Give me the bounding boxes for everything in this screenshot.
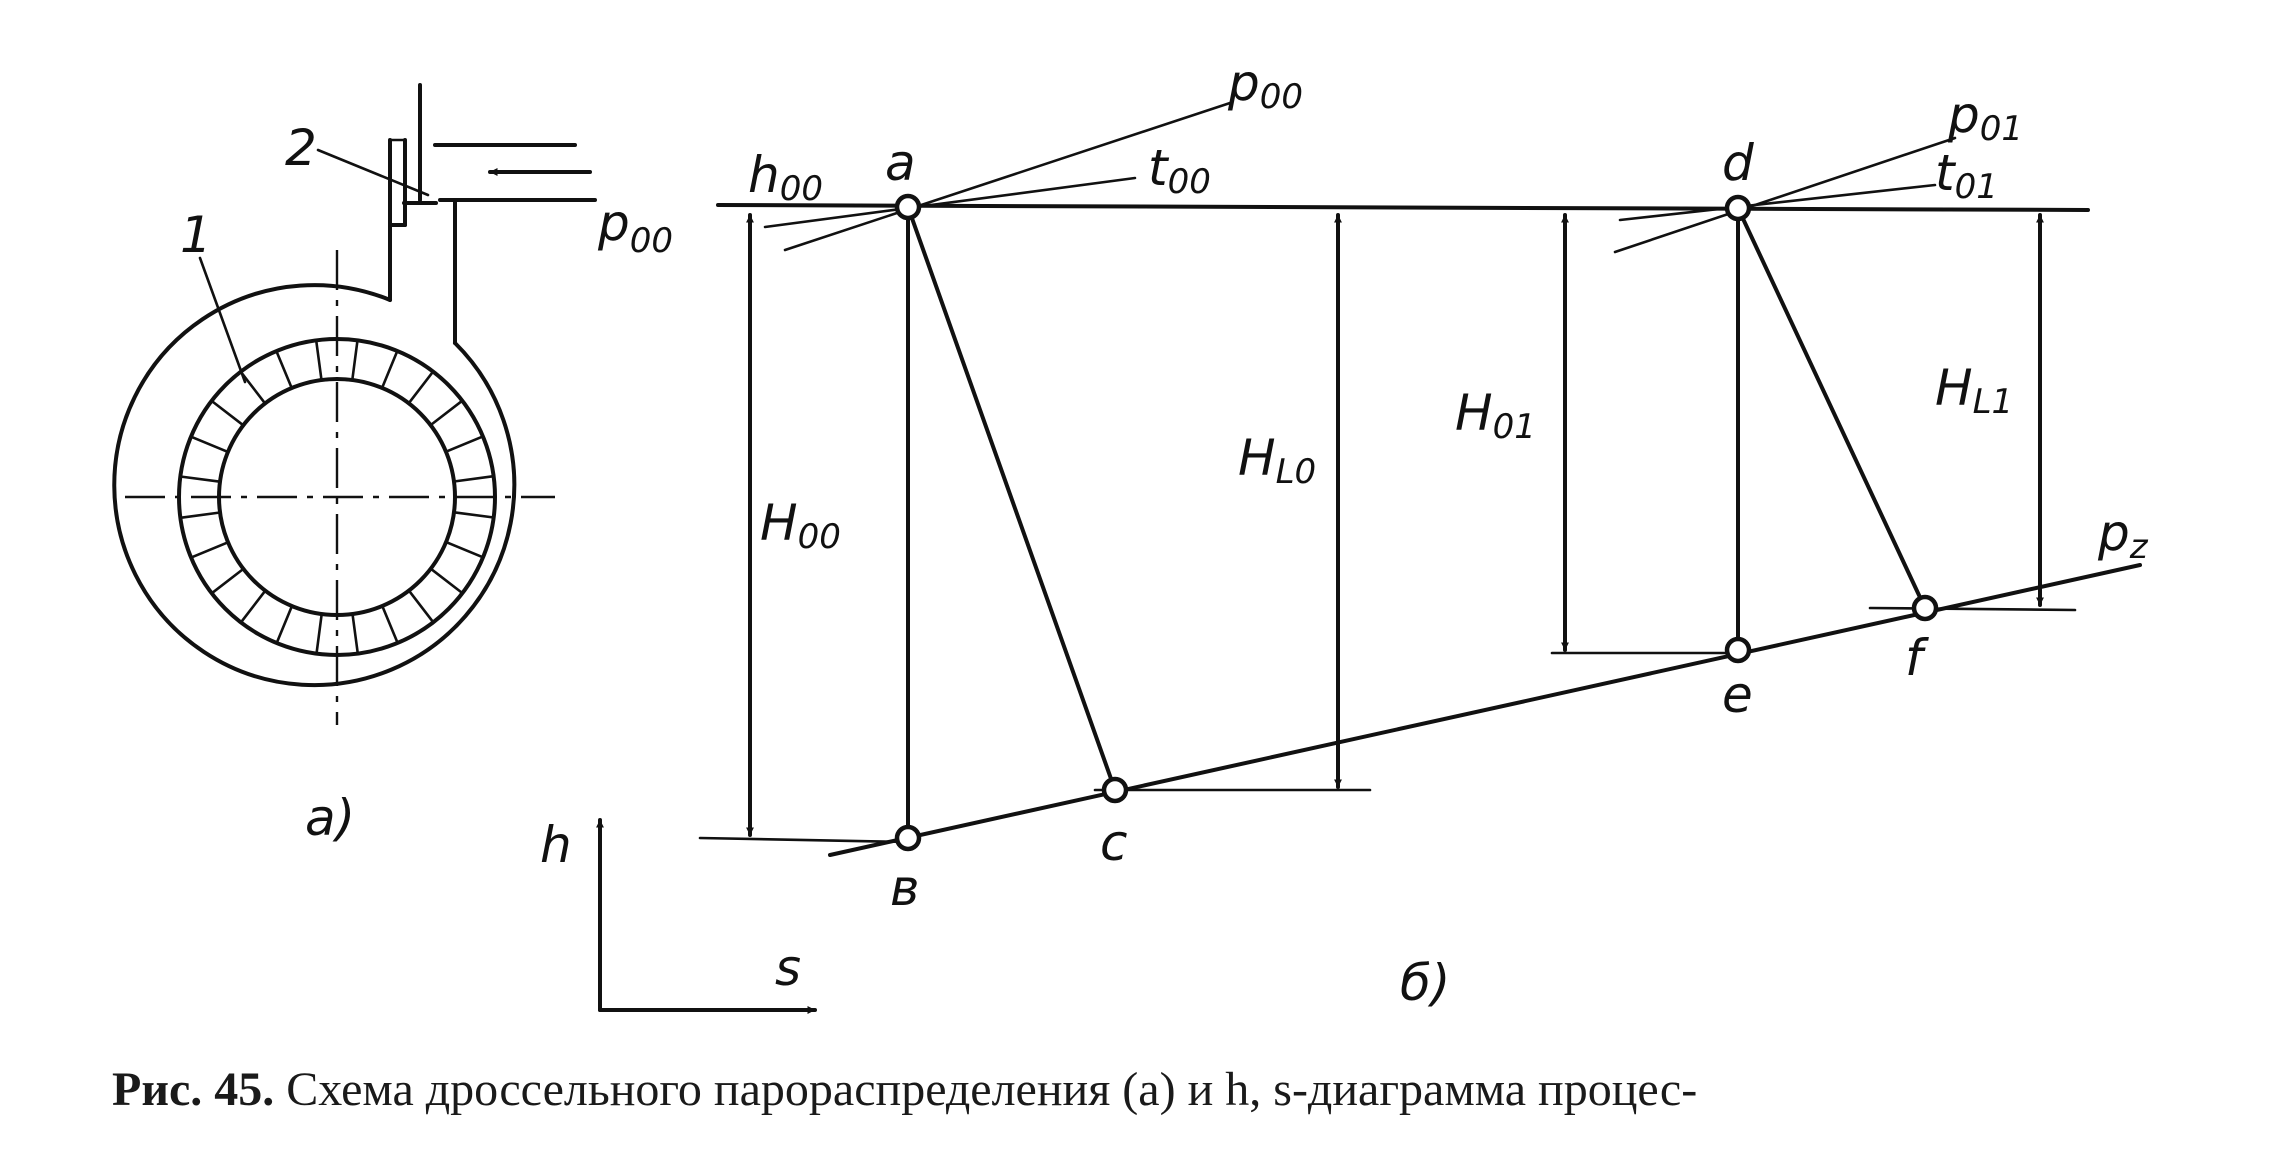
point-d (1724, 194, 1752, 222)
valve (402, 83, 438, 205)
nozzle-blade (315, 612, 324, 656)
state-points (894, 193, 1939, 852)
nozzle-blade (210, 567, 245, 595)
nozzle-ring (177, 337, 497, 657)
point-e (1724, 636, 1752, 664)
label-p01: p01 (1947, 86, 2023, 149)
label-h00: h00 (748, 146, 823, 209)
callout-2: 2 (285, 119, 317, 177)
label-pz: pz (2097, 504, 2149, 567)
nozzle-blade (179, 511, 222, 520)
nozzle-blade (239, 589, 267, 624)
nozzle-segments (179, 338, 496, 656)
nozzle-blade (239, 370, 267, 405)
callouts: 1 2 (180, 119, 430, 384)
inlet-arrows (433, 143, 592, 176)
nozzle-blade (189, 540, 230, 559)
line-labels: h00 p00 t00 p01 t01 pz (748, 54, 2149, 567)
nozzle-blade (429, 567, 464, 595)
caption-figure-number: Рис. 45. (112, 1063, 275, 1116)
nozzle-blade (189, 435, 230, 454)
extension-lines (698, 606, 2077, 844)
point-labels: а в c d e f (885, 134, 1929, 917)
axis-s-label: s (775, 939, 801, 997)
line-a-c (906, 205, 1117, 792)
nozzle-blade (380, 604, 399, 645)
nozzle-blade (314, 339, 323, 382)
centerlines (125, 250, 555, 725)
label-p00: p00 (1227, 54, 1303, 117)
nozzle-blade (179, 475, 222, 484)
nozzle-blade (351, 612, 360, 655)
nozzle-blade (275, 349, 294, 390)
nozzle-blade (444, 435, 485, 454)
nozzle-blade (275, 604, 294, 645)
nozzle-blade (452, 510, 496, 519)
panel-a-label: а) (305, 789, 355, 847)
nozzle-blade (350, 338, 359, 382)
t00-isotherm (763, 176, 1137, 229)
nozzle-blade (210, 399, 245, 427)
label-point-c: c (1100, 814, 1128, 872)
hs-axes: h s (540, 816, 817, 1014)
panel-b-diagram: h s (540, 54, 2149, 1014)
label-point-d: d (1722, 134, 1754, 192)
label-HL0: HL0 (1238, 429, 1316, 492)
label-HL1: HL1 (1935, 359, 2013, 422)
label-H00: H00 (760, 494, 841, 557)
point-f (1911, 594, 1939, 622)
panel-b-label: б) (1400, 954, 1450, 1012)
label-t01: t01 (1935, 144, 1998, 207)
dimension-labels: H00 HL0 H01 HL1 (760, 359, 2013, 557)
nozzle-blade (429, 399, 464, 427)
panel-a-scheme: 1 2 p00 а) (112, 83, 673, 847)
inlet-pressure-label: p00 (597, 194, 673, 261)
nozzle-blade (407, 370, 435, 405)
nozzle-blade (380, 349, 399, 390)
nozzle-blade (452, 474, 495, 483)
point-c (1101, 776, 1129, 804)
label-point-a: а (885, 134, 916, 192)
point-b (894, 824, 922, 852)
line-d-f (1736, 206, 1927, 610)
dimension-arrows (746, 213, 2044, 837)
point-a (894, 193, 922, 221)
nozzle-blade (444, 540, 485, 559)
caption-text: Схема дроссельного парораспределения (а)… (274, 1063, 1698, 1116)
callout-1: 1 (180, 206, 212, 264)
axis-h-label: h (540, 816, 572, 874)
h00-line (716, 203, 2090, 212)
process-lines (716, 101, 2142, 857)
label-H01: H01 (1455, 384, 1536, 447)
label-point-e: e (1722, 666, 1753, 724)
t01-isotherm (1618, 183, 1937, 222)
label-point-b: в (890, 859, 919, 917)
figure-caption: Рис. 45. Схема дроссельного парораспреде… (112, 1062, 2212, 1152)
label-point-f: f (1905, 629, 1929, 687)
p01-isobar (1613, 136, 1957, 254)
housing (112, 138, 597, 688)
label-t00: t00 (1148, 139, 1211, 202)
p00-isobar (783, 101, 1232, 252)
nozzle-blade (407, 589, 435, 624)
